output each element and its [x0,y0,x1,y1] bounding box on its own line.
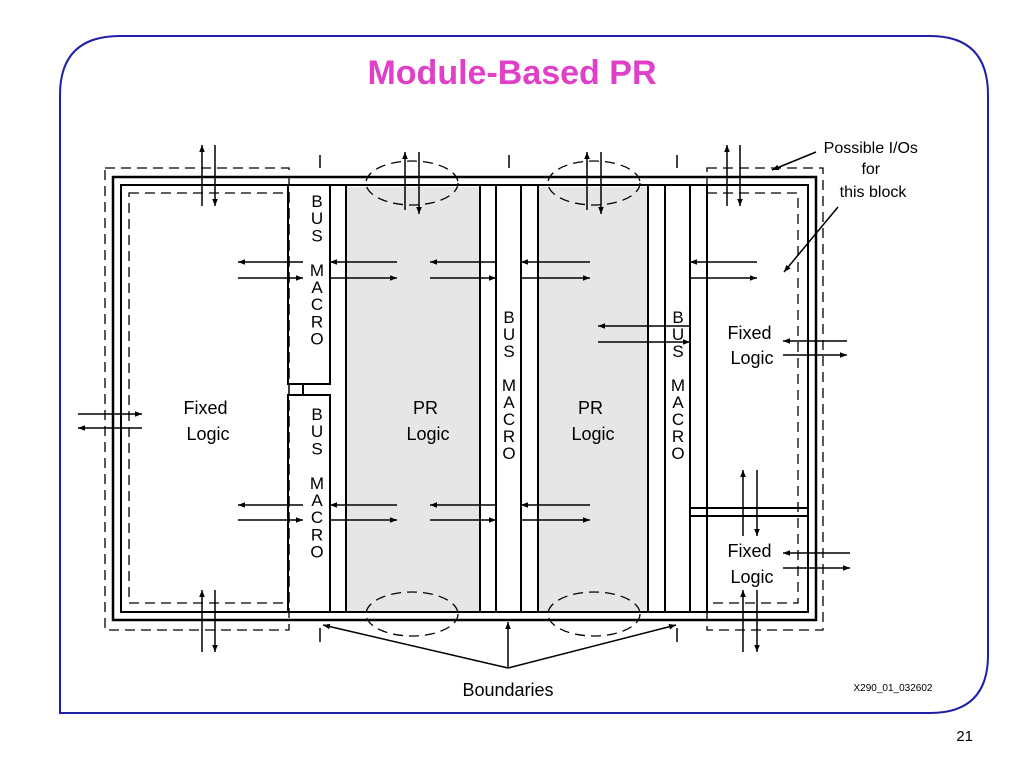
chip-inner-border [120,184,809,613]
page-number: 21 [956,728,973,745]
bus-macro-letter: R [672,427,684,446]
bus-macro-letter: A [672,393,684,412]
fixed-logic-line2: Logic [730,348,773,368]
bus-macro-letter: U [311,209,323,228]
bus-macro-letter: A [503,393,515,412]
bus-macro-letter: A [311,491,323,510]
bus-macro-letter: A [311,278,323,297]
fixed-logic-line1: Fixed [727,541,771,561]
fixed-logic-right-upper-label: Fixed Logic [727,323,776,368]
bus-macro-letter: R [311,312,323,331]
bus-macro-letter: C [672,410,684,429]
pr-logic-label-1: PR Logic [406,398,449,444]
bus-macro-letter: C [503,410,515,429]
fixed-logic-line2: Logic [730,567,773,587]
possible-ios-label: Possible I/Os for this block [824,140,923,201]
bus-macro-letter: O [502,444,515,463]
bus-macro-letter: O [310,330,323,349]
bus-macro-letter: R [503,427,515,446]
bus-macro-letter: S [503,342,514,361]
pr-logic-line1: PR [578,398,603,418]
pr-logic-line2: Logic [406,424,449,444]
bus-macro-letter: B [311,192,322,211]
boundaries-label: Boundaries [462,680,553,700]
bus-macro-letter: M [310,261,324,280]
signal-arrows [78,145,850,669]
pr-region-1 [346,187,480,611]
bus-macro-letter: M [310,474,324,493]
slide-frame [59,35,989,714]
fixed-logic-line1: Fixed [727,323,771,343]
fixed-logic-line2: Logic [186,424,229,444]
fixed-logic-line1: Fixed [183,398,227,418]
possible-ios-line3: this block [840,184,908,201]
possible-ios-line2: for [861,161,880,178]
fixed-logic-right-lower-label: Fixed Logic [727,541,776,587]
bus-macro-letter: S [311,439,322,458]
bus-macro-letter: U [311,422,323,441]
bus-macro-letter: M [671,376,685,395]
pr-region-2 [538,187,648,611]
bus-macro-letter: S [672,342,683,361]
slide-title: Module-Based PR [367,54,656,92]
bus-macro-letter: U [672,325,684,344]
pr-logic-line1: PR [413,398,438,418]
chip-outer-border [111,175,818,622]
boundary-marks [319,155,678,642]
possible-ios-line1: Possible I/Os [824,140,918,157]
bus-macro-letter: O [671,444,684,463]
bus-macro-letter: B [311,405,322,424]
bus-macro-letter: C [311,508,323,527]
pr-logic-line2: Logic [571,424,614,444]
bus-macro-letter: S [311,226,322,245]
pr-logic-label-2: PR Logic [571,398,614,444]
dashed-io-regions [104,167,824,631]
bus-macro-letter: U [503,325,515,344]
dashed-ellipses [365,160,641,637]
bus-macro-letter: M [502,376,516,395]
bus-macro-letter: C [311,295,323,314]
figure-code: X290_01_032602 [854,683,933,694]
bus-macro-letter: B [503,308,514,327]
bus-macro-letter: R [311,525,323,544]
bus-macro-boxes [287,184,331,613]
fixed-logic-left-label: Fixed Logic [183,398,232,444]
bus-macro-letter: O [310,543,323,562]
bus-macro-letter: B [672,308,683,327]
